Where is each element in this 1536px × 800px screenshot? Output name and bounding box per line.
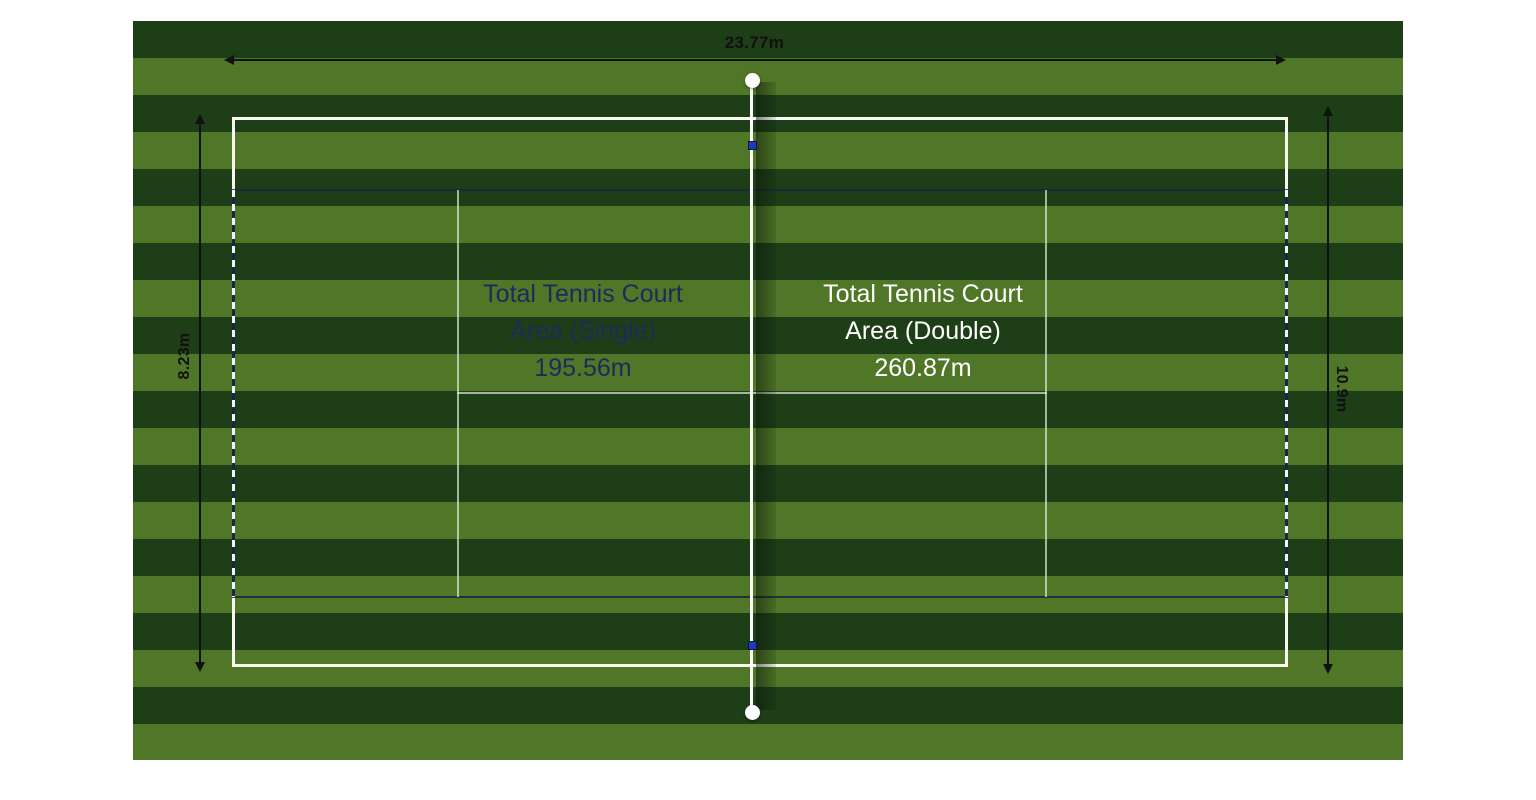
singles-area-line2: Area (Single) [510, 317, 656, 345]
net-post-bottom [745, 705, 760, 720]
doubles-width-label: 10.9m [1333, 365, 1350, 413]
doubles-area-line2: Area (Double) [845, 317, 1001, 345]
singles-area-annotation: Total Tennis Court Area (Single) 195.56m [428, 276, 738, 387]
doubles-area-value: 260.87m [874, 354, 972, 382]
singles-width-label: 8.23m [176, 332, 193, 380]
singles-stick-bottom [748, 641, 757, 650]
singles-area-value: 195.56m [534, 354, 632, 382]
arrowhead-down-icon [195, 662, 205, 672]
net-shadow [756, 82, 776, 710]
arrowhead-up-icon [1323, 106, 1333, 116]
arrowhead-down-icon [1323, 664, 1333, 674]
arrowhead-right-icon [1276, 55, 1286, 65]
doubles-area-line1: Total Tennis Court [823, 280, 1023, 308]
arrowhead-left-icon [224, 55, 234, 65]
doubles-area-annotation: Total Tennis Court Area (Double) 260.87m [768, 276, 1078, 387]
court-length-arrow [232, 59, 1277, 61]
court-length-label: 23.77m [724, 33, 785, 52]
arrowhead-up-icon [195, 114, 205, 124]
singles-stick-top [748, 141, 757, 150]
net-post-top [745, 73, 760, 88]
doubles-width-arrow [1327, 116, 1329, 664]
net-line [750, 80, 753, 714]
singles-baseline-right [1285, 190, 1288, 597]
singles-width-arrow [199, 124, 201, 662]
singles-baseline-left [232, 190, 235, 597]
singles-area-line1: Total Tennis Court [483, 280, 683, 308]
